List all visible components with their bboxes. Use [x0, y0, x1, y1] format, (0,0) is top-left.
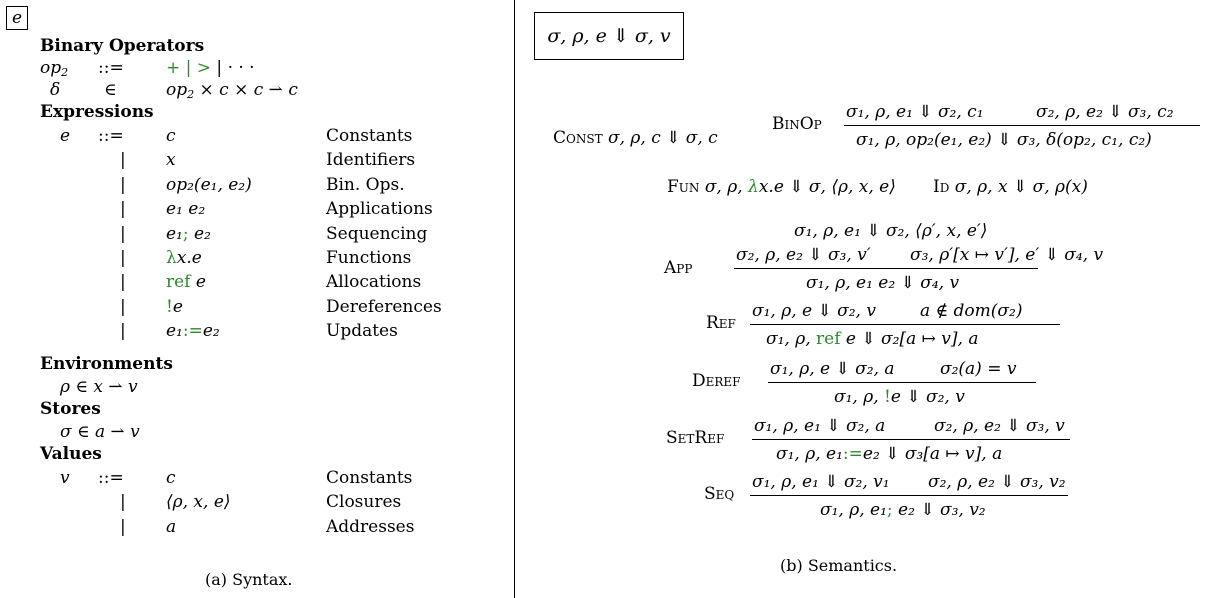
column-divider	[514, 0, 515, 598]
production-bar: |	[120, 492, 126, 513]
stores-def: σ ∈ a ⇀ v	[60, 422, 140, 442]
rule-const-body: σ, ρ, c ⇓ σ, c	[607, 128, 718, 148]
production-description: Allocations	[326, 272, 422, 293]
seq-rule-line	[750, 495, 1068, 496]
setref-rule-line	[752, 439, 1070, 440]
seq-premise-1: σ₁, ρ, e₁ ⇓ σ₂, v₁	[752, 472, 890, 492]
semantics-judgment-box: σ, ρ, e ⇓ σ, v	[534, 12, 684, 60]
production-bar: |	[120, 272, 126, 293]
deref-rule-line	[768, 382, 1036, 383]
app-premise-1: σ₂, ρ, e₂ ⇓ σ₃, v′	[736, 245, 871, 265]
binop-conclusion: σ₁, ρ, op₂(e₁, e₂) ⇓ σ₃, δ(op₂, c₁, c₂)	[856, 130, 1152, 150]
syntax-judgment-box: e	[6, 6, 28, 30]
production-description: Updates	[326, 321, 398, 342]
deref-premise-2: σ₂(a) = v	[940, 359, 1017, 379]
expr-defeq: ::=	[98, 126, 124, 146]
ref-premise-1: σ₁, ρ, e ⇓ σ₂, v	[752, 301, 876, 321]
rule-const: Const σ, ρ, c ⇓ σ, c	[553, 128, 718, 148]
app-conclusion: σ₁, ρ, e₁ e₂ ⇓ σ₄, v	[806, 273, 960, 293]
production-form: op₂(e₁, e₂)	[166, 174, 252, 195]
production-bar: |	[120, 248, 126, 268]
rule-name-ref: Ref	[706, 313, 736, 333]
ref-conclusion: σ₁, ρ, ref e ⇓ σ₂[a ↦ v], a	[766, 329, 979, 349]
ref-rule-line	[750, 324, 1060, 325]
production-form: !e	[166, 296, 183, 317]
production-bar: |	[120, 516, 126, 537]
binop-premise-2: σ₂, ρ, e₂ ⇓ σ₃, c₂	[1036, 102, 1174, 122]
production-form: e₁:=e₂	[166, 321, 220, 342]
setref-premise-2: σ₂, ρ, e₂ ⇓ σ₃, v	[934, 416, 1065, 436]
setref-premise-1: σ₁, ρ, e₁ ⇓ σ₂, a	[754, 416, 886, 436]
production-description: Constants	[326, 468, 413, 488]
production-form: ⟨ρ, x, e⟩	[166, 492, 231, 513]
production-bar: |	[120, 199, 126, 220]
production-form: c	[166, 126, 176, 146]
values-heading: Values	[40, 444, 102, 464]
production-description: Closures	[326, 492, 402, 513]
production-form: λx.e	[166, 248, 202, 268]
values-defeq: ::=	[98, 468, 124, 488]
production-form: x	[166, 150, 176, 171]
production-bar: |	[120, 174, 126, 195]
production-bar: |	[120, 296, 126, 317]
delta-rhs: op2 × c × c ⇀ c	[166, 80, 298, 101]
production-description: Bin. Ops.	[326, 174, 405, 195]
app-premise-0: σ₁, ρ, e₁ ⇓ σ₂, ⟨ρ′, x, e′⟩	[794, 221, 988, 241]
rule-name-const: Const	[553, 128, 603, 148]
environments-heading: Environments	[40, 354, 173, 374]
expr-lhs: e	[60, 126, 71, 146]
semantics-caption: (b) Semantics.	[780, 556, 898, 575]
deref-conclusion: σ₁, ρ, !e ⇓ σ₂, v	[834, 387, 965, 407]
rule-name-seq: Seq	[704, 484, 735, 504]
delta-elem: ∈	[104, 80, 117, 100]
production-bar: |	[120, 150, 126, 171]
production-description: Functions	[326, 248, 412, 268]
stores-heading: Stores	[40, 399, 101, 419]
production-description: Sequencing	[326, 223, 428, 244]
production-form: c	[166, 468, 176, 488]
app-premise-2: σ₃, ρ′[x ↦ v′], e′ ⇓ σ₄, v	[910, 245, 1104, 265]
op2-symbol: op2	[40, 58, 69, 79]
production-bar: |	[120, 321, 126, 342]
binop-rule-line	[844, 125, 1200, 126]
production-bar: |	[120, 223, 126, 244]
expressions-heading: Expressions	[40, 102, 154, 122]
production-form: e₁ e₂	[166, 199, 206, 220]
op2-rhs: + | > | · · ·	[166, 58, 255, 78]
production-description: Identifiers	[326, 150, 416, 171]
seq-premise-2: σ₂, ρ, e₂ ⇓ σ₃, v₂	[928, 472, 1066, 492]
seq-conclusion: σ₁, ρ, e₁; e₂ ⇓ σ₃, v₂	[820, 500, 986, 520]
rule-fun: Fun σ, ρ, λx.e ⇓ σ, ⟨ρ, x, e⟩	[667, 177, 896, 197]
op2-defeq: ::=	[98, 58, 124, 78]
production-description: Addresses	[326, 516, 415, 537]
rule-name-deref: Deref	[692, 371, 741, 391]
setref-conclusion: σ₁, ρ, e₁:=e₂ ⇓ σ₃[a ↦ v], a	[776, 444, 1003, 464]
production-form: a	[166, 516, 177, 537]
environments-def: ρ ∈ x ⇀ v	[60, 377, 138, 397]
rule-id: Id σ, ρ, x ⇓ σ, ρ(x)	[933, 177, 1088, 197]
binop-heading: Binary Operators	[40, 36, 205, 56]
values-lhs: v	[60, 468, 70, 488]
rule-name-fun: Fun	[667, 177, 700, 197]
production-description: Applications	[326, 199, 433, 220]
rule-name-setref: SetRef	[666, 428, 725, 448]
rule-name-id: Id	[933, 177, 950, 197]
production-description: Dereferences	[326, 296, 442, 317]
production-description: Constants	[326, 126, 413, 146]
syntax-caption: (a) Syntax.	[205, 570, 293, 589]
rule-name-app: App	[664, 258, 693, 278]
production-form: ref e	[166, 272, 206, 293]
app-rule-line	[734, 268, 1038, 269]
deref-premise-1: σ₁, ρ, e ⇓ σ₂, a	[770, 359, 895, 379]
production-form: e₁; e₂	[166, 223, 211, 244]
binop-premise-1: σ₁, ρ, e₁ ⇓ σ₂, c₁	[846, 102, 984, 122]
ref-premise-2: a ∉ dom(σ₂)	[920, 301, 1023, 321]
rule-name-binop: BinOp	[772, 114, 822, 134]
delta-symbol: δ	[50, 80, 61, 100]
